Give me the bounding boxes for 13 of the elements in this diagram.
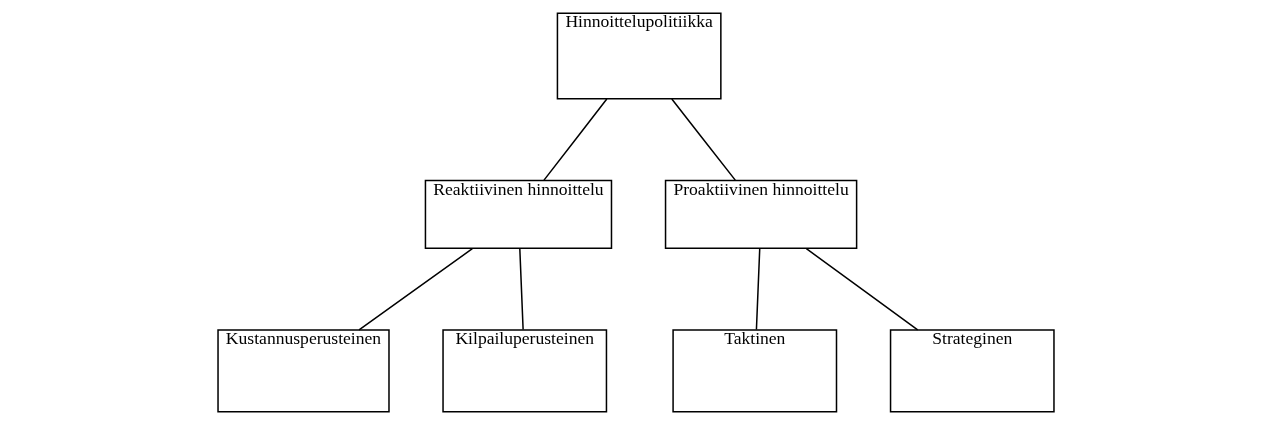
connector xyxy=(518,247,524,331)
node-box: Proaktiivinen hinnoittelu xyxy=(664,179,857,250)
connector xyxy=(805,247,918,331)
connector xyxy=(542,98,608,181)
node-box: Kilpailuperusteinen xyxy=(441,329,607,413)
node-box: Strateginen xyxy=(889,329,1055,413)
node-box: Kustannusperusteinen xyxy=(216,329,390,413)
node-box: Taktinen xyxy=(671,329,837,413)
connector xyxy=(670,98,736,181)
node-box: Reaktiivinen hinnoittelu xyxy=(424,179,612,250)
connector xyxy=(357,247,473,331)
connector xyxy=(755,247,760,331)
node-box: Hinnoittelupolitiikka xyxy=(556,12,722,100)
